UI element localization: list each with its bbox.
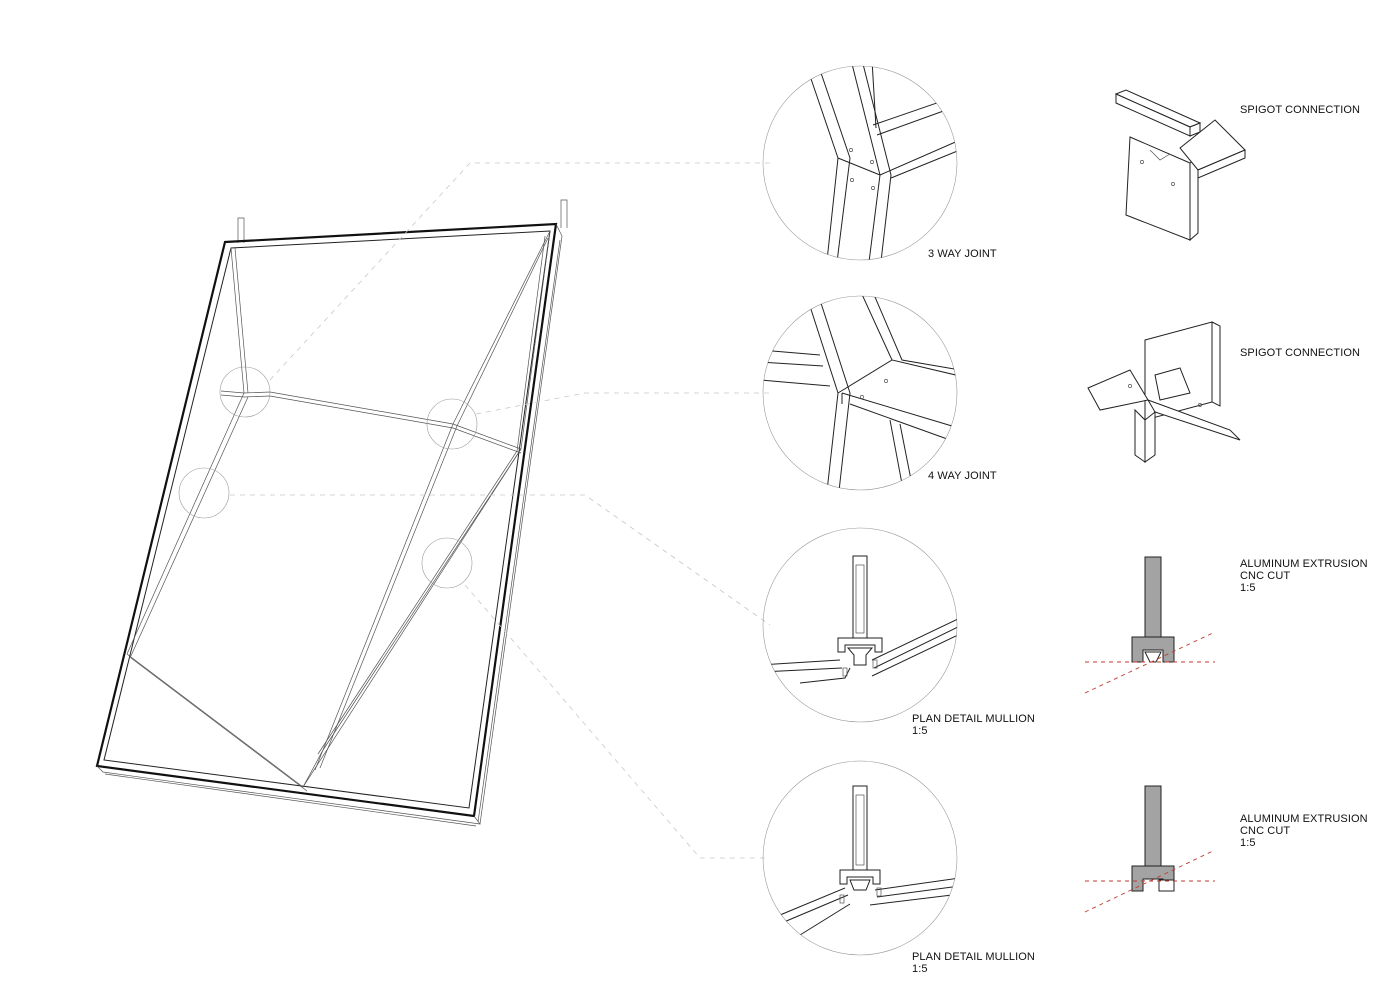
- leader-lines: [230, 162, 771, 859]
- facade-panel: [95, 199, 568, 827]
- label-aluminum-extrusion-2: ALUMINUM EXTRUSION CNC CUT 1:5: [1240, 813, 1368, 849]
- detail-4-way-joint: [762, 295, 958, 491]
- callout-3way-circle: [219, 366, 271, 418]
- aluminum-extrusion-1-drawing: [1084, 556, 1216, 694]
- label-4-way-joint: 4 WAY JOINT: [928, 470, 997, 482]
- aluminum-extrusion-2-drawing: [1084, 785, 1216, 913]
- callout-mullion-1-circle: [178, 467, 230, 519]
- spigot-connection-1-drawing: [1114, 89, 1246, 242]
- label-plan-detail-mullion-2: PLAN DETAIL MULLION 1:5: [912, 951, 1035, 975]
- label-aluminum-extrusion-1: ALUMINUM EXTRUSION CNC CUT 1:5: [1240, 558, 1368, 594]
- callout-mullion-2-circle: [421, 537, 473, 589]
- label-plan-detail-mullion-1: PLAN DETAIL MULLION 1:5: [912, 713, 1035, 737]
- detail-3-way-joint: [762, 65, 958, 261]
- detail-plan-mullion-2: [762, 760, 958, 956]
- spigot-connection-2-drawing: [1087, 321, 1241, 463]
- callout-4way-circle: [426, 398, 478, 450]
- label-spigot-connection-2: SPIGOT CONNECTION: [1240, 347, 1361, 359]
- detail-plan-mullion-1: [762, 527, 958, 723]
- label-spigot-connection-1: SPIGOT CONNECTION: [1240, 104, 1361, 116]
- label-3-way-joint: 3 WAY JOINT: [928, 248, 997, 260]
